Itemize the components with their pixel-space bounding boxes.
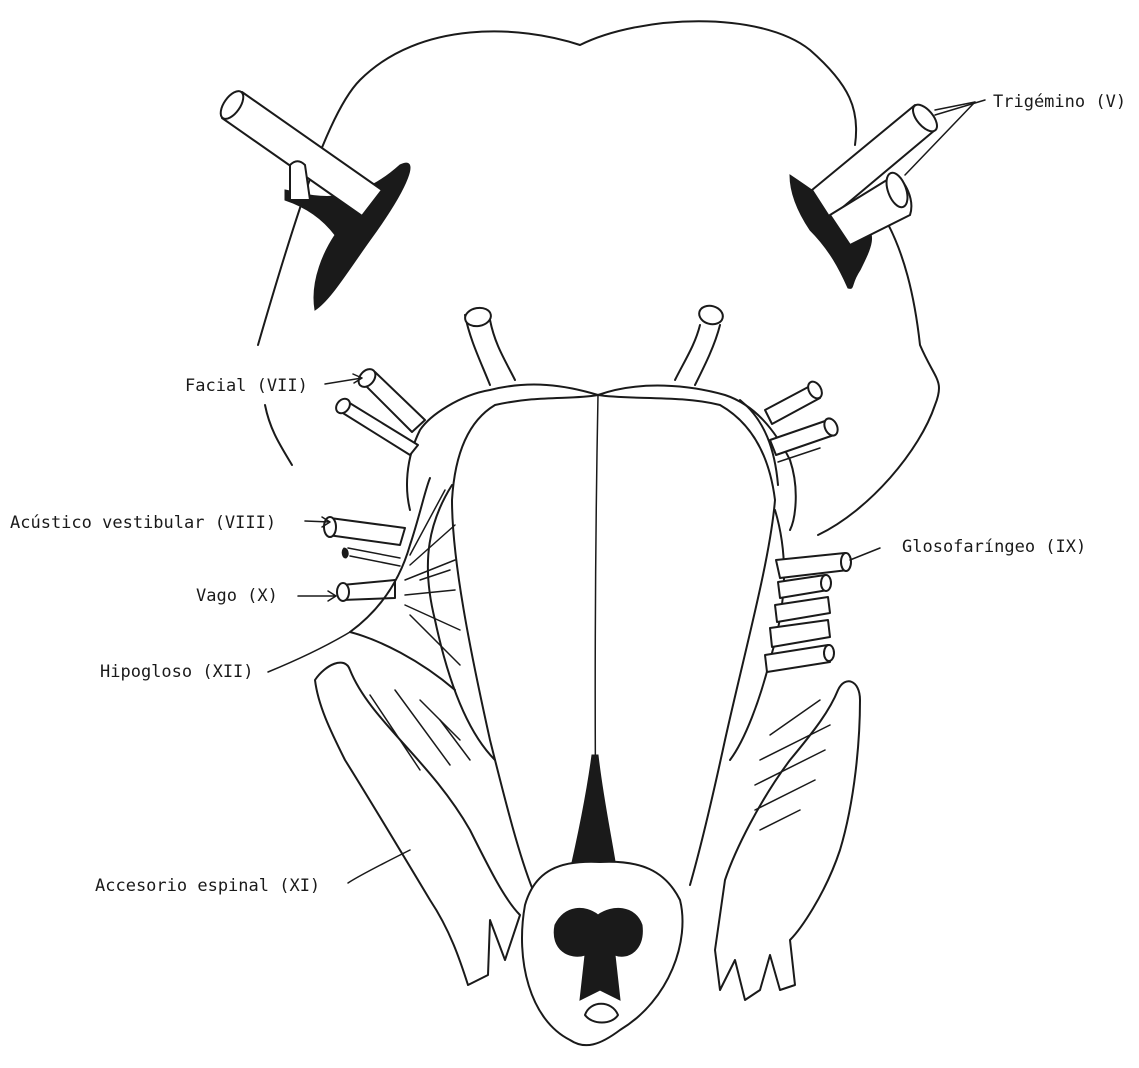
- glossopharyngeal-nerve: [765, 553, 851, 672]
- left-pyramid: [452, 395, 598, 895]
- vagus-nerve: [337, 580, 395, 601]
- facial-leader: [325, 374, 362, 384]
- trigeminal-nerve-right: [790, 101, 941, 289]
- upper-small-nerve-right: [675, 303, 725, 385]
- accessory-nerve-left: [315, 663, 520, 985]
- facial-nerve: [333, 366, 425, 455]
- label-acustico: Acústico vestibular (VIII): [10, 513, 276, 533]
- label-facial: Facial (VII): [185, 376, 308, 396]
- pons-left-lower: [265, 405, 292, 465]
- accesorio-leader: [348, 850, 410, 883]
- medulla-outline: [407, 385, 796, 530]
- acoustic-nerve: [324, 517, 405, 566]
- trigemino-leader-1: [935, 100, 985, 115]
- spinal-cord-section: [522, 862, 683, 1045]
- upper-small-nerve-left: [464, 306, 515, 385]
- accessory-nerve-right: [715, 681, 860, 1000]
- glosofaringeo-leader: [850, 548, 880, 560]
- right-pyramid: [598, 395, 775, 885]
- label-vago: Vago (X): [196, 586, 278, 606]
- label-accesorio: Accesorio espinal (XI): [95, 876, 320, 896]
- label-trigemino: Trigémino (V): [993, 92, 1126, 112]
- label-glosofaringeo: Glosofaríngeo (IX): [902, 537, 1086, 557]
- trigeminal-nerve-left: [216, 87, 410, 310]
- vago-leader: [298, 591, 336, 601]
- label-hipogloso: Hipogloso (XII): [100, 662, 254, 682]
- right-upper-rootlets: [765, 379, 840, 462]
